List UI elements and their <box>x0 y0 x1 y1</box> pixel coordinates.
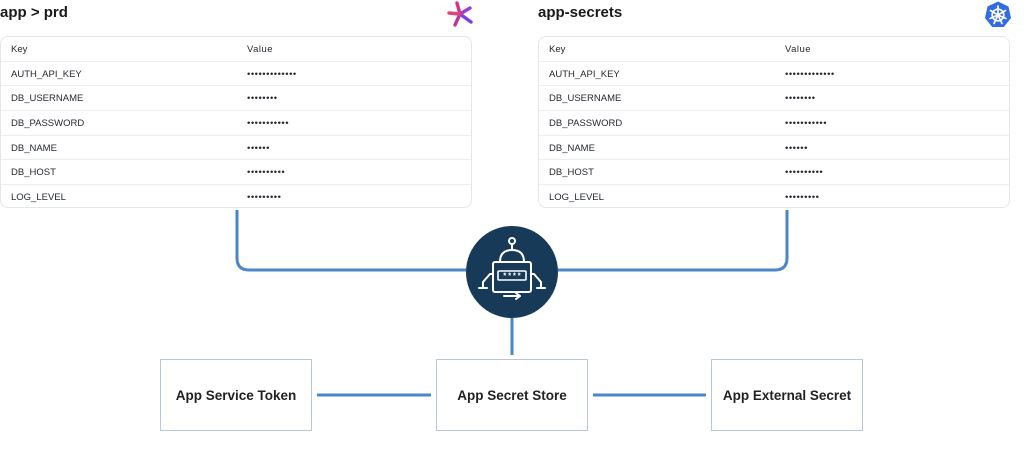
table-row: DB_NAME •••••• <box>539 136 1009 161</box>
secret-value-masked: ••••••••••• <box>785 118 828 130</box>
app-external-secret-node: App External Secret <box>711 359 863 431</box>
table-row: DB_HOST •••••••••• <box>1 160 471 186</box>
table-row: AUTH_API_KEY ••••••••••••• <box>1 62 471 87</box>
secret-value-masked: ••••••••••••• <box>247 68 297 80</box>
secret-key: LOG_LEVEL <box>549 192 604 204</box>
right-secrets-table: Key Value AUTH_API_KEY ••••••••••••• DB_… <box>538 36 1010 208</box>
secret-value-masked: •••••••••• <box>785 167 824 179</box>
table-row: DB_PASSWORD ••••••••••• <box>1 111 471 136</box>
kubernetes-wheel-icon <box>985 1 1011 27</box>
table-row: AUTH_API_KEY ••••••••••••• <box>539 62 1009 87</box>
table-header-row: Key Value <box>539 37 1009 62</box>
secret-key: DB_PASSWORD <box>11 118 85 130</box>
table-row: DB_HOST •••••••••• <box>539 160 1009 186</box>
secret-value-masked: ••••••••• <box>247 192 282 204</box>
secret-value-masked: •••••••••• <box>247 167 286 179</box>
table-header-row: Key Value <box>1 37 471 62</box>
node-label: App External Secret <box>722 387 852 403</box>
secret-value-masked: ••••••••••• <box>247 118 290 130</box>
secret-key: AUTH_API_KEY <box>549 68 620 80</box>
right-panel-title: app-secrets <box>538 4 623 21</box>
left-panel-title: app > prd <box>0 4 68 21</box>
connector-right-table-to-robot <box>558 210 789 272</box>
table-row: LOG_LEVEL ••••••••• <box>1 185 471 207</box>
node-label: App Secret Store <box>457 387 567 403</box>
secret-value-masked: ••••••••• <box>785 192 820 204</box>
column-header-value: Value <box>247 44 274 55</box>
table-row: DB_USERNAME •••••••• <box>539 86 1009 112</box>
table-row: LOG_LEVEL ••••••••• <box>539 185 1009 207</box>
node-label: App Service Token <box>175 387 297 403</box>
secret-key: DB_USERNAME <box>11 93 84 105</box>
secret-key: DB_HOST <box>549 167 594 179</box>
secret-key: DB_NAME <box>11 142 57 154</box>
robot-operator-icon: **** <box>478 237 546 300</box>
column-header-value: Value <box>785 44 812 55</box>
secret-key: LOG_LEVEL <box>11 192 66 204</box>
secret-key: AUTH_API_KEY <box>11 68 82 80</box>
column-header-key: Key <box>549 44 566 55</box>
secret-value-masked: •••••••• <box>785 93 816 105</box>
secret-key: DB_PASSWORD <box>549 118 623 130</box>
app-secret-store-node: App Secret Store <box>436 359 588 431</box>
secret-key: DB_USERNAME <box>549 93 622 105</box>
secret-value-masked: •••••• <box>247 142 270 154</box>
secret-value-masked: •••••• <box>785 142 808 154</box>
secret-value-masked: •••••••• <box>247 93 278 105</box>
app-service-token-node: App Service Token <box>160 359 312 431</box>
connector-left-table-to-robot <box>235 210 466 272</box>
operator-node: **** <box>466 226 558 318</box>
table-row: DB_USERNAME •••••••• <box>1 86 471 112</box>
masked-secret-text: **** <box>502 273 521 282</box>
secret-value-masked: ••••••••••••• <box>785 68 835 80</box>
left-secrets-table: Key Value AUTH_API_KEY ••••••••••••• DB_… <box>0 36 472 208</box>
table-row: DB_PASSWORD ••••••••••• <box>539 111 1009 136</box>
column-header-key: Key <box>11 44 28 55</box>
secret-key: DB_HOST <box>11 167 56 179</box>
infisical-logo-icon <box>447 1 473 27</box>
table-row: DB_NAME •••••• <box>1 136 471 161</box>
secret-key: DB_NAME <box>549 142 595 154</box>
